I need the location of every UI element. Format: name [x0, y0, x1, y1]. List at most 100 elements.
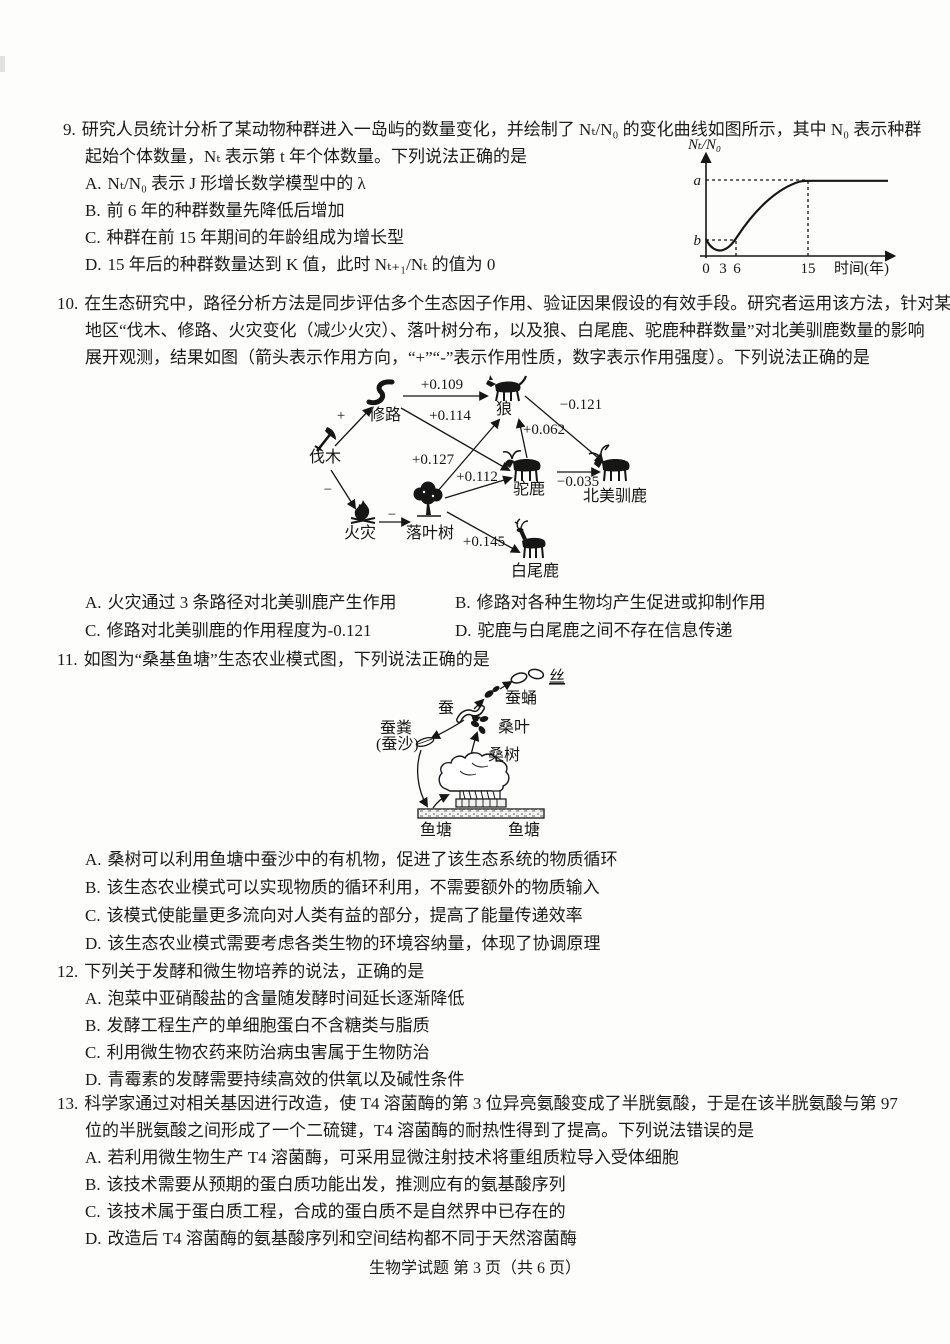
q10-option-d-label: D. [455, 621, 472, 640]
q10-option-c: C.修路对北美驯鹿的作用程度为-0.121 [85, 617, 455, 645]
moose-icon [502, 450, 541, 482]
label-mulberry-leaves: 桑叶 [498, 718, 530, 736]
q11-stem-text: 如图为“桑基鱼塘”生态农业模式图，下列说法正确的是 [83, 650, 490, 669]
q9-growth-curve-figure: Nₜ/N₀ a b 0 3 6 15 时间(年) [676, 136, 920, 293]
q10-option-d: D. 驼鹿与白尾鹿之间不存在信息传递 [455, 617, 733, 645]
q13-option-a-label: A. [85, 1148, 102, 1167]
q9-x-axis-label: 时间(年) [834, 260, 889, 277]
edge-wolf-caribou: −0.121 [524, 395, 605, 464]
q11-option-d: D. 该生态农业模式需要考虑各类生物的环境容纳量，体现了协调原理 [57, 930, 936, 958]
node-label-logging: 伐木 [309, 448, 341, 466]
q9-mark-a: a [694, 173, 702, 189]
pond-bank-bar [417, 808, 545, 819]
q12-option-b-label: B. [85, 1016, 101, 1035]
deciduous-tree-icon [413, 481, 443, 517]
question-10: 10. 在生态研究中，路径分析方法是同步评估多个生态因子作用、验证因果假设的有效手… [57, 290, 950, 371]
q12-option-a-text: 泡菜中亚硝酸盐的含量随发酵时间延长逐渐降低 [107, 989, 465, 1008]
label-pond-left: 鱼塘 [420, 821, 452, 839]
q12-option-d-label: D. [85, 1070, 102, 1089]
q13-option-a-text: 若利用微生物生产 T4 溶菌酶，可采用显微注射技术将重组质粒导入受体细胞 [107, 1148, 679, 1167]
page-footer: 生物学试题 第 3 页（共 6 页） [368, 1260, 581, 1277]
q9-tick-3: 3 [719, 261, 727, 277]
q12-stem-line: 12. 下列关于发酵和微生物培养的说法，正确的是 [57, 958, 936, 985]
question-9: 9.研究人员统计分析了某动物种群进入一岛屿的数量变化，并绘制了 Nₜ/N₀ 的变… [63, 116, 936, 278]
q9-option-a-text: Nₜ/N₀ 表示 J 形增长数学模型中的 λ [107, 174, 366, 193]
q11-number: 11. [57, 650, 78, 669]
node-label-white-tailed-deer: 白尾鹿 [511, 562, 559, 580]
q12-option-a-label: A. [85, 989, 102, 1008]
q10-option-d-text: 驼鹿与白尾鹿之间不存在信息传递 [477, 621, 733, 640]
q12-option-b: B. 发酵工程生产的单细胞蛋白不含糖类与脂质 [57, 1012, 936, 1039]
q12-number: 12. [57, 962, 79, 981]
question-13: 13.科学家通过对相关基因进行改造，使 T4 溶菌酶的第 3 位异亮氨酸变成了半… [57, 1090, 936, 1252]
q10-option-c-label: C. [85, 621, 101, 640]
q10-option-row-2: C.修路对北美驯鹿的作用程度为-0.121 D. 驼鹿与白尾鹿之间不存在信息传递 [57, 617, 936, 645]
q9-option-b: B.前 6 年的种群数量先降低后增加 [63, 197, 936, 224]
q9-y-axis-label: Nₜ/N₀ [687, 137, 721, 153]
edge-road-wolf-label: +0.109 [421, 377, 463, 393]
axe-logging-icon [314, 427, 336, 452]
road-icon [366, 379, 395, 406]
q9-number: 9. [63, 120, 76, 139]
q12-option-d: D. 青霉素的发酵需要持续高效的供氧以及碱性条件 [57, 1066, 936, 1093]
q9-option-c-label: C. [85, 228, 101, 247]
edge-logging-fire: − [324, 469, 357, 510]
q12-option-d-text: 青霉素的发酵需要持续高效的供氧以及碱性条件 [107, 1070, 465, 1089]
q11-option-d-label: D. [85, 934, 102, 953]
q10-option-b-label: B. [455, 593, 471, 612]
q10-stem-line-1: 10. 在生态研究中，路径分析方法是同步评估多个生态因子作用、验证因果假设的有效手… [57, 290, 950, 317]
edge-road-moose-label: +0.114 [429, 408, 471, 424]
edge-tree-deer: +0.145 [446, 511, 521, 553]
q10-stem-text-1: 在生态研究中，路径分析方法是同步评估多个生态因子作用、验证因果假设的有效手段。研… [84, 294, 950, 313]
q12-option-c-label: C. [85, 1043, 101, 1062]
q13-stem-text-1: 科学家通过对相关基因进行改造，使 T4 溶菌酶的第 3 位异亮氨酸变成了半胱氨酸… [84, 1094, 898, 1113]
q11-option-a-text: 桑树可以利用鱼塘中蚕沙中的有机物，促进了该生态系统的物质循环 [107, 850, 618, 869]
edge-logging-fire-sign: − [324, 482, 332, 498]
edge-logging-road: + [334, 406, 373, 447]
mulberry-leaves-icon [470, 716, 489, 734]
q9-graph-svg: Nₜ/N₀ a b 0 3 6 15 时间(年) [687, 137, 897, 277]
q9-tick-15: 15 [801, 261, 816, 277]
q12-option-c: C.利用微生物农药来防治病虫害属于生物防治 [57, 1039, 936, 1066]
q11-option-b: B.该生态农业模式可以实现物质的循环利用，不需要额外的物质输入 [57, 874, 936, 902]
edge-moose-caribou: −0.035 [557, 467, 601, 490]
node-label-moose: 驼鹿 [513, 480, 545, 498]
q9-option-d-text: 15 年后的种群数量达到 K 值，此时 Nₜ₊₁/Nₜ 的值为 0 [107, 255, 496, 274]
q13-option-c-text: 该技术属于蛋白质工程，合成的蛋白质不是自然界中已存在的 [106, 1202, 566, 1221]
arrow-pupa-to-silk [499, 680, 513, 691]
node-label-road: 修路 [369, 406, 401, 424]
q12-option-b-text: 发酵工程生产的单细胞蛋白不含糖类与脂质 [106, 1016, 430, 1035]
q9-option-a: A. Nₜ/N₀ 表示 J 形增长数学模型中的 λ [63, 170, 936, 197]
q10-number: 10. [57, 294, 79, 313]
q10-option-b: B.修路对各种生物均产生促进或抑制作用 [455, 589, 766, 617]
q13-stem-line-1: 13.科学家通过对相关基因进行改造，使 T4 溶菌酶的第 3 位异亮氨酸变成了半… [57, 1090, 936, 1117]
silkworm-pupa-icon [484, 685, 500, 698]
q11-option-d-text: 该生态农业模式需要考虑各类生物的环境容纳量，体现了协调原理 [107, 934, 601, 953]
edge-tree-moose-label: +0.112 [456, 469, 498, 485]
edge-tree-deer-label: +0.145 [463, 534, 505, 550]
q9-option-c-text: 种群在前 15 年期间的年龄组成为增长型 [106, 228, 405, 247]
label-pupa: 蚕蛹 [505, 689, 537, 707]
question-12: 12. 下列关于发酵和微生物培养的说法，正确的是 A. 泡菜中亚硝酸盐的含量随发酵时… [57, 958, 936, 1093]
q11-option-a: A.桑树可以利用鱼塘中蚕沙中的有机物，促进了该生态系统的物质循环 [57, 846, 936, 874]
tree-mound [455, 790, 507, 808]
label-feces-1: 蚕粪 [380, 719, 412, 737]
silkworm-feces-icon [415, 737, 435, 747]
q9-mark-b: b [694, 233, 702, 249]
silk-cocoons-icon [510, 668, 545, 684]
label-mulberry-tree: 桑树 [488, 746, 520, 764]
q13-option-a: A. 若利用微生物生产 T4 溶菌酶，可采用显微注射技术将重组质粒导入受体细胞 [57, 1144, 936, 1171]
edge-tree-wolf-label: +0.127 [412, 452, 455, 468]
q9-option-d-label: D. [85, 255, 102, 274]
q13-option-c-label: C. [85, 1202, 101, 1221]
q13-option-d-label: D. [85, 1229, 102, 1248]
q10-stem-line-3: 展开观测，结果如图（箭头表示作用方向，“+”“-”表示作用性质，数字表示作用强度… [85, 348, 870, 367]
q11-diagram-svg: 丝 蚕蛹 蚕 桑叶 蚕粪 (蚕沙) 桑树 鱼塘 鱼塘 [376, 668, 565, 839]
label-pond-right: 鱼塘 [508, 821, 540, 839]
fire-icon [350, 500, 376, 524]
q12-stem-text: 下列关于发酵和微生物培养的说法，正确的是 [84, 962, 425, 981]
edge-moose-wolf: +0.062 [515, 418, 565, 459]
q9-option-b-label: B. [85, 201, 101, 220]
q9-option-a-label: A. [85, 174, 102, 193]
